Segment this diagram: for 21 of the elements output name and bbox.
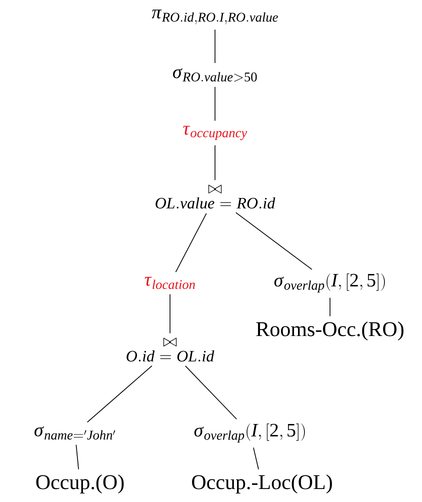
operator-formula: $\sigma_{RO.value>50}$	[173, 68, 257, 82]
operator-formula: $\pi_{RO.id,RO.I,RO.value}$	[152, 10, 278, 24]
join-operator: $\bowtie$ $OL.value=RO.id$	[156, 184, 276, 209]
tree-line	[214, 144, 216, 181]
operator-formula: $\tau_{occupancy}$	[183, 126, 248, 140]
tree-line	[214, 29, 216, 64]
tree-line	[86, 365, 152, 423]
relation-label: Occup.-Loc(OL)	[192, 474, 332, 494]
operator-formula: $\tau_{location}$	[144, 276, 195, 290]
tree-line	[235, 212, 312, 270]
relation-label: Rooms-Occ.(RO)	[256, 321, 404, 341]
tree-line	[253, 447, 259, 470]
tree-line	[175, 213, 207, 272]
tree-line	[76, 444, 79, 470]
operator-formula: $\sigma_{overlap}(I,[2,5])$	[274, 273, 385, 293]
tree-line	[184, 366, 238, 420]
relation-label: Occup.(O)	[36, 474, 124, 494]
tree-line	[214, 86, 216, 122]
operator-formula: $\sigma_{name='John'}$	[34, 426, 116, 440]
operator-formula: $\sigma_{overlap}(I,[2,5])$	[194, 423, 305, 443]
join-operator: $\bowtie$ $O.id=OL.id$	[126, 338, 214, 362]
